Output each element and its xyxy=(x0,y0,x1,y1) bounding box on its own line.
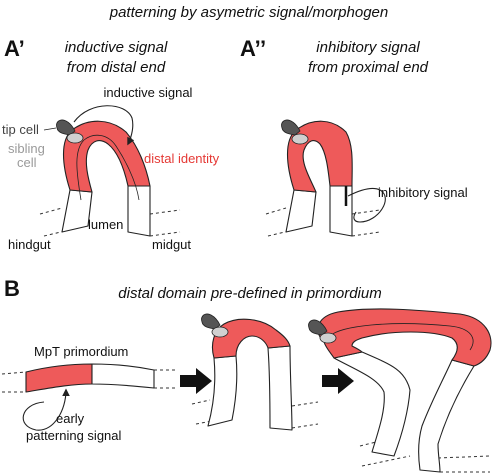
final-stage-proximal-right xyxy=(418,359,475,473)
mid-stage-sibling-cell xyxy=(211,326,229,338)
progression-arrow-2 xyxy=(322,368,354,394)
tubule-proximal-right-a2 xyxy=(329,185,353,237)
midgut-wall-a2 xyxy=(351,209,381,237)
panel-a2-letter: A’’ xyxy=(240,36,266,61)
panel-a-double-prime: A’’ inhibitory signal from proximal end … xyxy=(240,36,468,237)
progression-arrow-1 xyxy=(180,368,212,394)
label-lumen: lumen xyxy=(88,217,123,232)
panel-a-prime: A’ inductive signal from distal end indu… xyxy=(2,36,220,252)
tubule-mid-stage xyxy=(191,313,319,431)
label-sibling-cell-line2: cell xyxy=(17,155,37,170)
final-stage-proximal-left xyxy=(333,351,411,457)
primordium xyxy=(1,363,178,393)
mid-stage-tip-cell xyxy=(201,313,221,330)
header-title: patterning by asymetric signal/morphogen xyxy=(109,4,388,21)
primordium-proximal-domain xyxy=(91,363,155,389)
panel-a1-title-line2: from distal end xyxy=(67,59,166,76)
hindgut-wall xyxy=(39,207,87,237)
inductive-signal-arrow xyxy=(73,105,135,146)
primordium-distal-domain xyxy=(25,363,93,393)
label-sibling-cell-line1: sibling xyxy=(8,141,45,156)
label-distal-identity: distal identity xyxy=(144,151,220,166)
midgut-wall xyxy=(149,209,181,237)
mid-stage-distal-domain xyxy=(211,318,291,359)
label-inhibitory-signal: inhibitory signal xyxy=(378,185,468,200)
label-tip-cell: tip cell xyxy=(2,122,39,137)
label-inductive-signal: inductive signal xyxy=(104,85,193,100)
lumen xyxy=(76,134,140,201)
tip-cell-a2 xyxy=(281,119,301,136)
mid-stage-proximal-right xyxy=(267,345,293,431)
panel-a2-title-line2: from proximal end xyxy=(308,59,429,76)
tip-cell xyxy=(56,119,76,136)
label-midgut: midgut xyxy=(152,237,191,252)
final-stage-sibling-cell xyxy=(319,332,337,344)
panel-b: B distal domain pre-defined in primordiu… xyxy=(1,276,492,473)
final-stage-distal-domain xyxy=(317,308,492,367)
label-early-line2: patterning signal xyxy=(26,428,122,443)
inhibitory-signal-arrow xyxy=(347,187,386,223)
panel-b-title: distal domain pre-defined in primordium xyxy=(118,285,381,302)
panel-a1-letter: A’ xyxy=(4,36,25,61)
early-signal-arrow xyxy=(22,388,70,431)
tubule-proximal-left-a2 xyxy=(285,189,317,233)
tubule-distal-domain xyxy=(63,120,151,193)
hindgut-wall-a2 xyxy=(265,207,311,237)
tubule-final-stage xyxy=(308,308,492,473)
sibling-cell xyxy=(66,132,84,144)
panel-a1-title-line1: inductive signal xyxy=(65,39,168,56)
tip-cell-pointer xyxy=(43,127,57,131)
label-early-line1: early xyxy=(56,411,85,426)
label-primordium: MpT primordium xyxy=(34,344,128,359)
mid-stage-proximal-left xyxy=(207,355,238,427)
label-hindgut: hindgut xyxy=(8,237,51,252)
final-stage-lumen xyxy=(329,323,474,351)
final-stage-tip-cell xyxy=(308,319,328,336)
panel-b-letter: B xyxy=(4,276,20,301)
tubule-proximal-right xyxy=(127,185,151,237)
panel-a2-title-line1: inhibitory signal xyxy=(316,39,420,56)
sibling-cell-a2 xyxy=(291,133,309,145)
